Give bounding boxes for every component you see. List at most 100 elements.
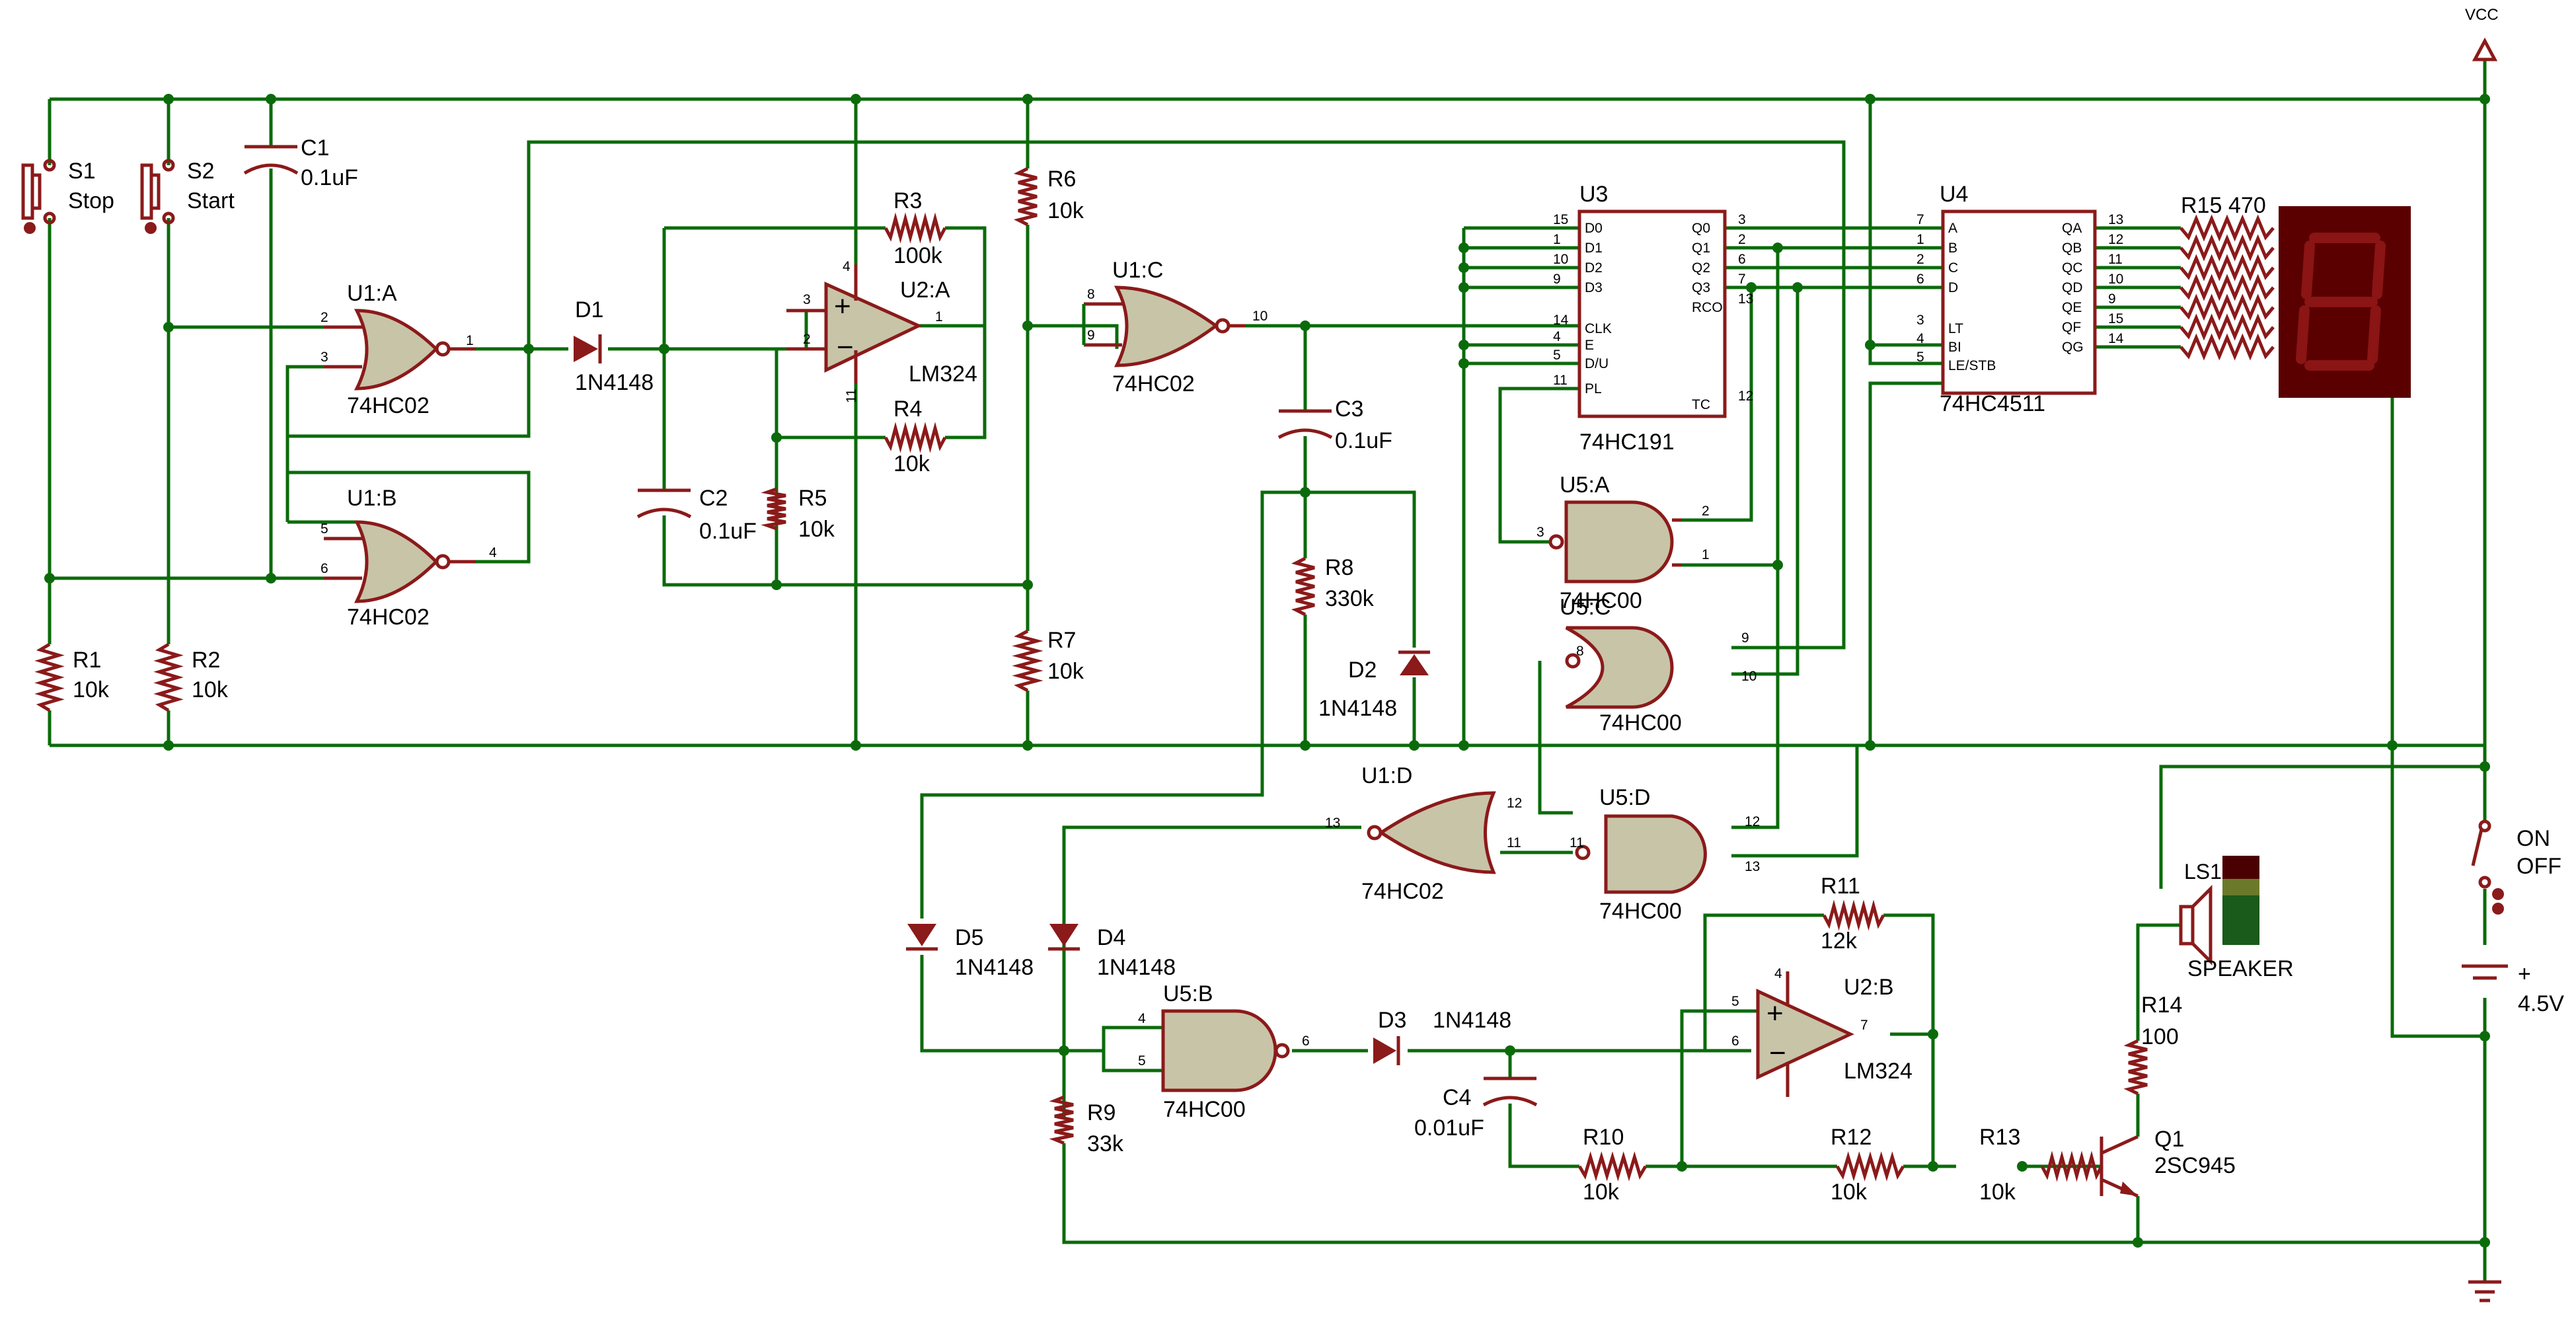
resistor-labels: R1 10k R2 10k R3 100k R4 10k R5 10k R6 1… [73,167,2182,1205]
u2b-ref: U2:B [1844,975,1894,1000]
r2-ref: R2 [192,648,220,673]
pin-number: 10 [1553,252,1568,267]
r7-ref: R7 [1047,628,1076,653]
resistor-r9 [1049,1095,1074,1145]
power-switch: ON OFF [2471,819,2561,915]
resistor-r3 [884,212,947,244]
r15-value: 470 [2228,193,2266,218]
svg-text:1: 1 [1702,547,1710,562]
svg-text:9: 9 [1087,328,1095,343]
pin-label: E [1585,338,1594,353]
u1d-ref: U1:D [1361,763,1412,788]
diode-d3: D3 1N4148 [1373,1008,1511,1065]
u4-value: 74HC4511 [1940,391,2045,416]
r9-ref: R9 [1087,1100,1116,1125]
svg-text:3: 3 [1536,525,1544,540]
ls1-ref: LS1 [2184,860,2222,884]
pin-label: Q2 [1692,260,1710,276]
r14-value: 100 [2141,1024,2179,1049]
r1-value: 10k [73,677,110,702]
u5c-value: 74HC00 [1599,710,1682,735]
pin-number: 3 [1916,313,1924,328]
svg-text:−: − [837,331,854,363]
pin-number: 1 [1916,232,1924,247]
d4-ref: D4 [1097,925,1125,950]
u1a-ref: U1:A [347,281,397,306]
pin-label: LT [1948,321,1963,336]
battery-plus: + [2518,961,2531,987]
svg-text:9: 9 [1741,630,1749,646]
q1-ref: Q1 [2154,1127,2184,1152]
r5-ref: R5 [798,486,827,511]
gate-u5b: 456 U5:B 74HC00 [1138,981,1310,1122]
battery-value: 4.5V [2518,991,2564,1016]
u1b-value: 74HC02 [347,605,430,630]
svg-text:4: 4 [1774,966,1782,981]
u1b-ref: U1:B [347,486,397,511]
r5-value: 10k [798,517,835,542]
capacitor-c4: C4 0.01uF [1414,1076,1538,1141]
pin-label: PL [1585,381,1602,396]
r13-value: 10k [1979,1180,2016,1205]
pin-number: 11 [2108,252,2123,267]
resistor-r15-3 [2179,254,2275,282]
u2a-ref: U2:A [900,278,950,303]
resistor-r2 [153,642,184,712]
u5a-ref: U5:A [1560,472,1610,498]
svg-text:10: 10 [1252,309,1268,324]
resistors [34,167,2148,1182]
vcc-label: VCC [2465,6,2499,24]
diode-d1: D1 1N4148 [574,297,654,395]
pin-number: 12 [2108,232,2123,247]
c4-ref: C4 [1443,1085,1471,1110]
c2-ref: C2 [699,486,728,511]
pin-number: 13 [1738,291,1753,307]
svg-text:8: 8 [1087,287,1095,302]
s2-value: Start [187,188,235,213]
svg-text:2: 2 [1702,504,1710,519]
u3-ref: U3 [1579,182,1608,207]
u5b-value: 74HC00 [1163,1097,1246,1122]
svg-text:5: 5 [1731,994,1739,1009]
d2-value: 1N4148 [1318,696,1397,721]
d5-ref: D5 [955,925,983,950]
switch-s2: S2 Start [140,159,235,234]
diode-d4: D4 1N4148 [1048,924,1176,980]
svg-text:4: 4 [843,259,851,274]
u2a-value: LM324 [909,361,977,387]
pin-label: RCO [1692,300,1723,315]
resistor-r6 [1013,167,1038,227]
svg-text:3: 3 [321,350,328,365]
pin-number: 6 [1916,272,1924,287]
d1-ref: D1 [575,297,603,322]
r11-ref: R11 [1821,874,1860,899]
r13-ref: R13 [1979,1125,2020,1150]
switch-on-label: ON [2517,826,2550,851]
r3-ref: R3 [893,188,922,213]
resistor-r14 [2123,1039,2148,1096]
r4-value: 10k [893,451,930,476]
r6-value: 10k [1047,198,1084,223]
pin-number: 7 [1916,212,1924,227]
pin-number: 14 [1553,313,1569,328]
resistor-r15-1 [2179,214,2275,242]
diode-d5: D5 1N4148 [906,924,1034,980]
u1d-value: 74HC02 [1361,879,1444,904]
q1-value: 2SC945 [2154,1153,2236,1178]
r2-value: 10k [192,677,229,702]
capacitor-c3: C3 0.1uF [1277,396,1392,453]
r9-value: 33k [1087,1131,1124,1156]
pin-number: 9 [1553,272,1561,287]
ls1-value: SPEAKER [2187,956,2294,981]
d3-value: 1N4148 [1433,1008,1511,1033]
resistor-r15-6 [2179,313,2275,341]
svg-text:2: 2 [321,310,328,325]
speaker-ls1: LS1 SPEAKER [2179,856,2294,981]
resistor-r5 [761,487,786,531]
pin-number: 15 [2108,311,2123,326]
r14-ref: R14 [2141,993,2182,1018]
svg-text:13: 13 [1745,859,1760,874]
resistor-r15-4 [2179,274,2275,301]
